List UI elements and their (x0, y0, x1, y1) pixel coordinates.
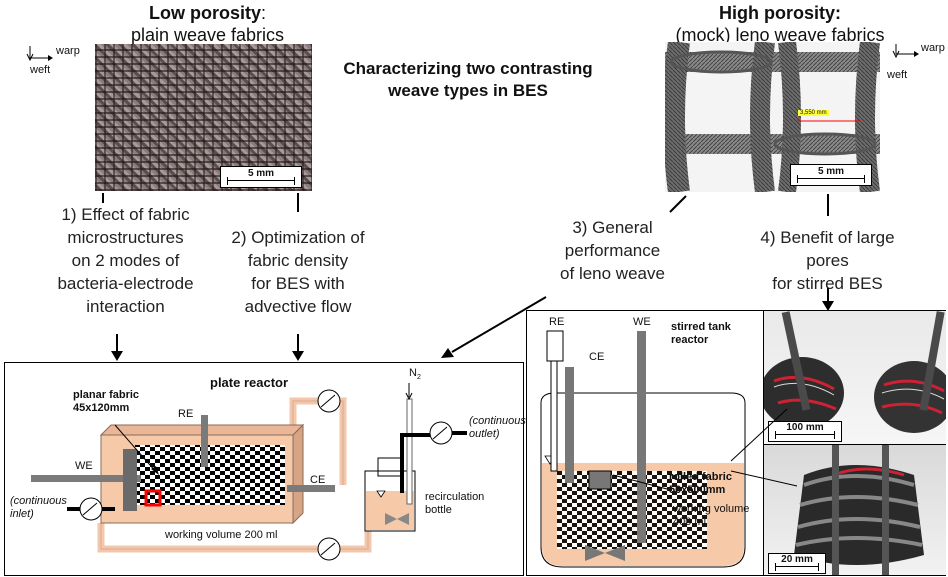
scalebar-plain: 5 mm (220, 166, 302, 188)
scalebar-100mm: 100 mm (768, 421, 842, 442)
caption-4: 4) Benefit of large pores for stirred BE… (760, 228, 895, 293)
warp-label-right: warp (921, 42, 945, 54)
leno-weave-photo: 3,550 mm 5 mm (665, 42, 880, 192)
high-porosity-title: High porosity: (719, 3, 841, 23)
re-label-stirred: RE (549, 316, 565, 328)
plain-weave-photo: 5 mm (95, 44, 312, 191)
scalebar-leno: 5 mm (790, 164, 872, 186)
stirred-tank-title: stirred tank reactor (671, 321, 731, 346)
low-porosity-title: Low porosity (148, 3, 261, 23)
caption-2: 2) Optimization of fabric density for BE… (231, 228, 365, 316)
stirred-photo-bottom: 20 mm (763, 445, 946, 575)
recirculation-bottle-label: recirculation bottle (425, 491, 485, 516)
weft-label-left: weft (30, 64, 51, 76)
high-porosity-heading: High porosity: (mock) leno weave fabrics (650, 2, 910, 46)
plate-volume-label: working volume 200 ml (165, 529, 278, 541)
low-porosity-subtitle: plain weave fabrics (130, 25, 285, 45)
ce-label-plate: CE (310, 474, 326, 486)
caption-3: 3) General performance of leno weave (560, 218, 665, 283)
stirred-photo-top: 100 mm (763, 311, 946, 445)
re-label-plate: RE (178, 408, 194, 420)
weft-label-right: weft (887, 69, 908, 81)
caption-1: 1) Effect of fabric microstructures on 2… (57, 205, 194, 316)
low-porosity-heading: Low porosity: plain weave fabrics (130, 3, 285, 45)
rolled-fabric-label: rolled fabric 50x500mm (669, 471, 732, 496)
stirred-tank-panel: RE CE WE stirred tank reactor rolled fab… (526, 310, 946, 576)
we-label-plate: WE (75, 460, 93, 472)
ce-label-stirred: CE (589, 351, 605, 363)
continuous-inlet-label: (continuous inlet) (10, 495, 67, 520)
orientation-icon-left (26, 46, 53, 62)
stirred-volume-label: working volume 400 ml (673, 503, 750, 528)
n2-label: N2 (409, 367, 421, 382)
continuous-outlet-label: (continuous outlet) (469, 415, 526, 440)
scalebar-20mm: 20 mm (768, 553, 826, 574)
warp-label-left: warp (56, 45, 80, 57)
measure-label: 3,550 mm (798, 110, 829, 116)
plate-reactor-panel: plate reactor planar fabric 45x120mm RE … (4, 362, 526, 576)
high-porosity-subtitle: (mock) leno weave fabrics (675, 25, 885, 45)
planar-fabric-label: planar fabric 45x120mm (73, 389, 140, 414)
we-label-stirred: WE (633, 316, 651, 328)
orientation-icon-right (892, 44, 919, 59)
center-title: Characterizing two contrasting weave typ… (343, 59, 593, 100)
plate-reactor-title: plate reactor (210, 375, 289, 390)
